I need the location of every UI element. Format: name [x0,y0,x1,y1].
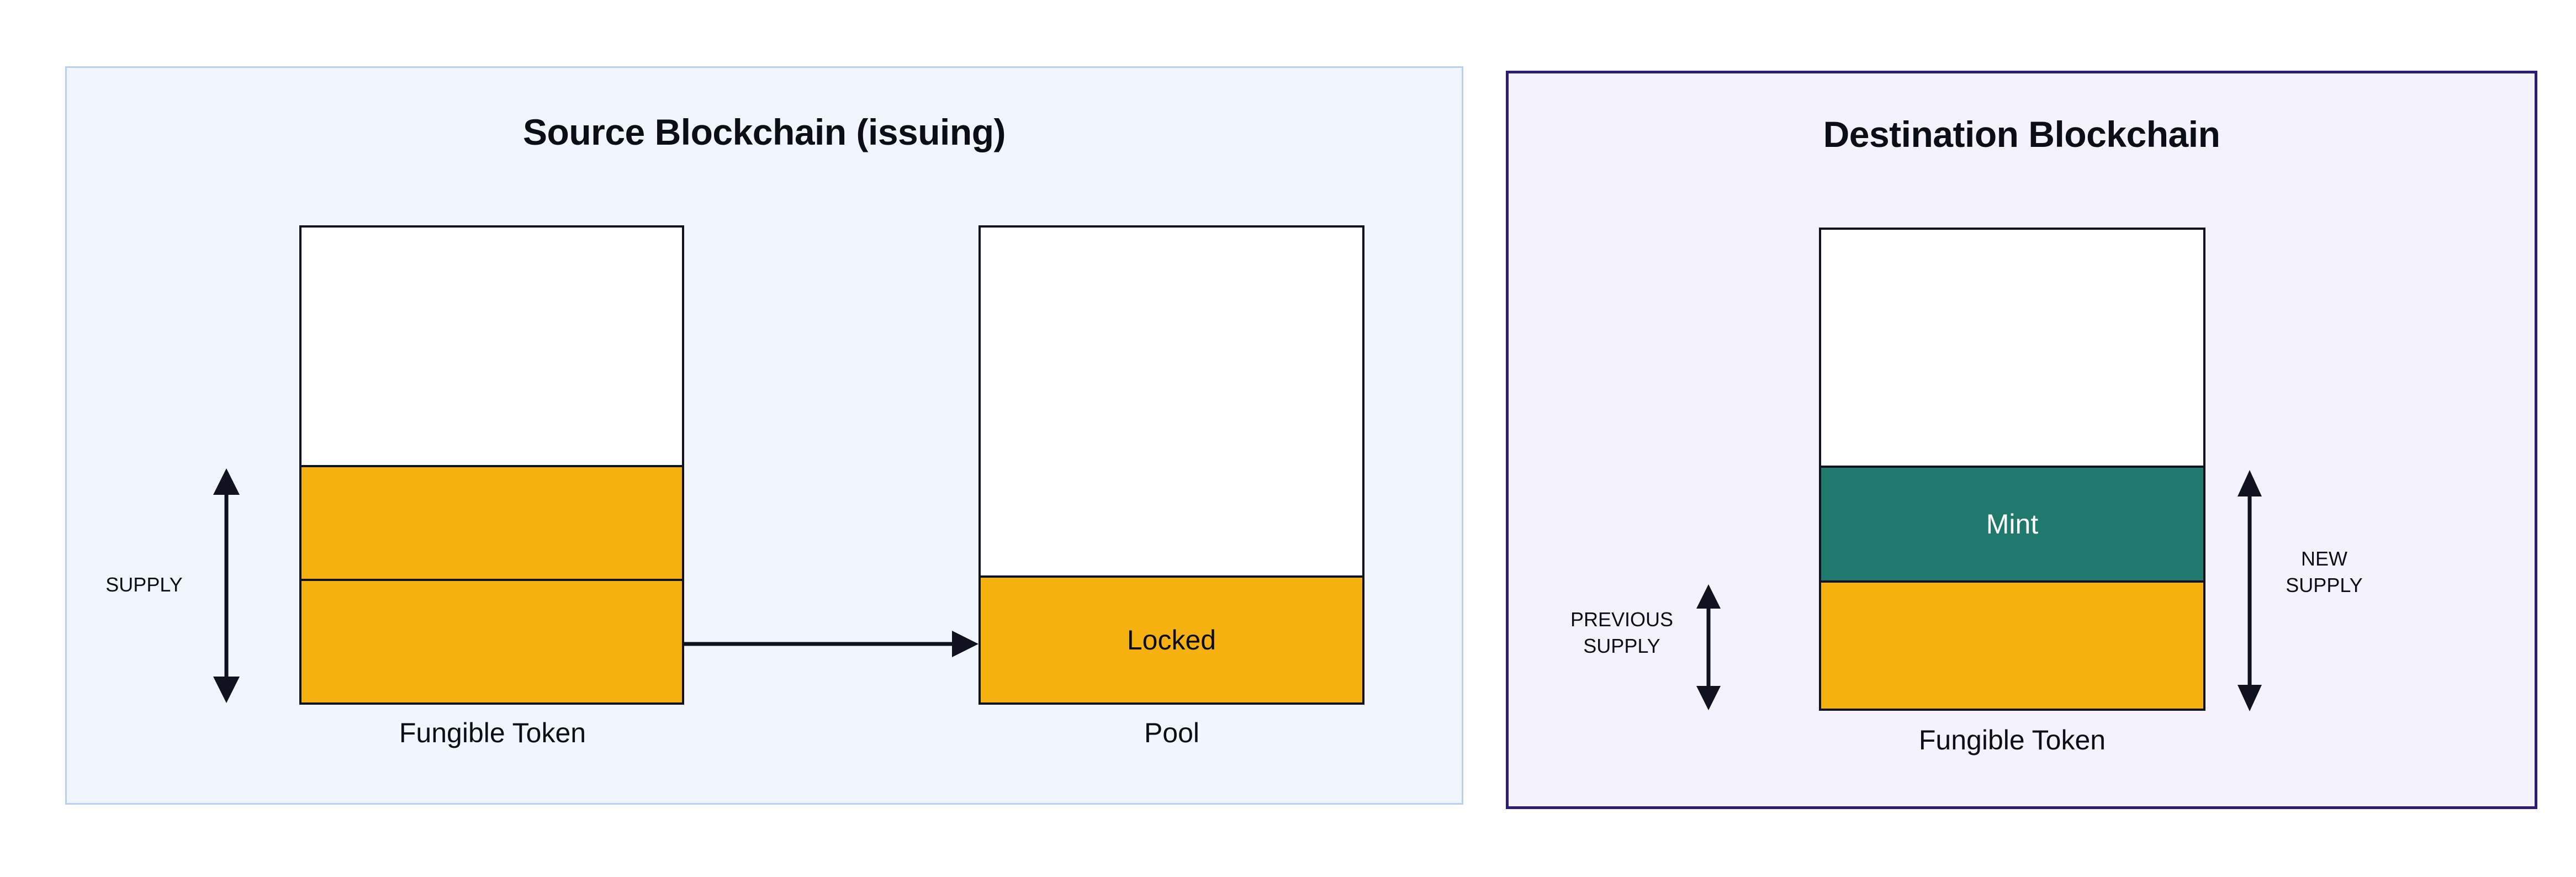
bar-segment-locked: Locked [981,575,1362,702]
mint-label: Mint [1986,509,2039,540]
source-fungible-token-bar [299,225,684,705]
source-fungible-token-caption: Fungible Token [399,717,586,748]
bar-segment-mint: Mint [1821,466,2203,580]
destination-panel-title: Destination Blockchain [1823,114,2220,155]
pool-bar: Locked [978,225,1364,705]
supply-axis-label: SUPPLY [105,573,183,596]
bar-segment-yellow-lower [301,579,682,702]
transfer-arrow-icon [684,631,978,657]
supply-measure-arrow [210,468,243,703]
pool-caption: Pool [1144,717,1200,748]
source-blockchain-panel: Source Blockchain (issuing) SUPPLY Fungi… [65,66,1463,805]
bar-segment-empty [981,228,1362,575]
previous-supply-measure-arrow [1692,584,1725,710]
bar-segment-yellow-upper [301,465,682,579]
previous-supply-axis-label: PREVIOUS SUPPLY [1570,608,1674,657]
new-supply-measure-arrow [2233,470,2266,711]
source-panel-title: Source Blockchain (issuing) [522,112,1006,152]
bar-segment-empty [301,228,682,465]
destination-blockchain-panel: Destination Blockchain PREVIOUS SUPPLY M… [1506,71,2537,809]
destination-fungible-token-bar: Mint [1819,228,2205,711]
destination-fungible-token-caption: Fungible Token [1918,725,2106,756]
locked-label: Locked [1126,625,1216,656]
new-supply-axis-label: NEW SUPPLY [2286,547,2363,596]
bar-segment-previous-supply [1821,580,2203,709]
bar-segment-empty [1821,230,2203,466]
